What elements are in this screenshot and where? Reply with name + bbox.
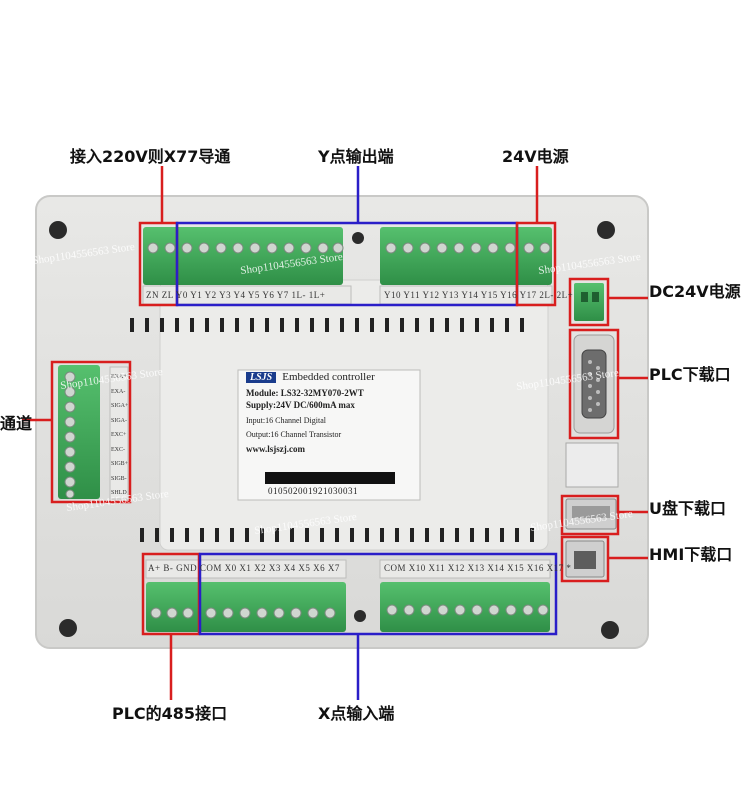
label-sticker-text: LSJS Embedded controller Module: LS32-32… bbox=[246, 371, 411, 454]
bottom-terminal-block-right bbox=[379, 559, 551, 632]
top-left-terminal-labels: ZN ZL Y0 Y1 Y2 Y3 Y4 Y5 Y6 Y7 1L- 1L+ bbox=[146, 290, 326, 300]
output-line: Output:16 Channel Transistor bbox=[246, 430, 342, 439]
url-line: www.lsjszj.com bbox=[246, 444, 305, 454]
callout-24v-power: 24V电源 bbox=[502, 147, 569, 166]
top-right-terminal-labels: Y10 Y11 Y12 Y13 Y14 Y15 Y16 Y17 2L- 2L+ bbox=[384, 290, 574, 300]
db9-serial-port bbox=[573, 334, 615, 434]
left-terminal-block bbox=[58, 365, 129, 500]
callout-x-input: X点输入端 bbox=[318, 704, 395, 723]
callout-dc24v: DC24V电源 bbox=[649, 282, 741, 301]
callout-485: PLC的485接口 bbox=[112, 704, 228, 723]
left-terminal-labels: EXA+EXA-SIGA+ SIGA-EXC+EXC- SIGB+SIGB-SH… bbox=[111, 374, 129, 496]
red-box-plc bbox=[568, 328, 620, 440]
callout-plc-download: PLC下载口 bbox=[649, 365, 731, 384]
screw-hole bbox=[601, 621, 619, 639]
brand-logo: LSJS bbox=[246, 371, 277, 383]
screw-hole bbox=[354, 610, 366, 622]
module-line: Module: LS32-32MY070-2WT bbox=[246, 388, 364, 398]
barcode bbox=[265, 472, 395, 484]
usb-a-port bbox=[565, 498, 617, 530]
serial-number: 010502001921030031 bbox=[268, 486, 358, 496]
screw-hole bbox=[352, 232, 364, 244]
screw-hole bbox=[59, 619, 77, 637]
input-line: Input:16 Channel Digital bbox=[246, 416, 326, 425]
vent-slots-top bbox=[130, 318, 524, 332]
bottom-left-terminal-labels: A+ B- GND COM X0 X1 X2 X3 X4 X5 X6 X7 bbox=[148, 563, 340, 573]
bottom-terminal-block-left bbox=[145, 559, 347, 632]
callout-hmi: HMI下载口 bbox=[649, 545, 733, 564]
screw-hole bbox=[49, 221, 67, 239]
dc24v-connector bbox=[574, 283, 604, 321]
supply-line: Supply:24V DC/600mA max bbox=[246, 400, 355, 410]
vent-slots-bottom bbox=[140, 528, 534, 542]
bottom-right-terminal-labels: COM X10 X11 X12 X13 X14 X15 X16 X17 * bbox=[384, 563, 572, 573]
blue-box-x-input bbox=[198, 552, 558, 636]
product-name: Embedded controller bbox=[282, 371, 375, 383]
red-box-left-channel bbox=[50, 360, 132, 504]
screw-hole bbox=[597, 221, 615, 239]
callout-u-disk: U盘下载口 bbox=[649, 499, 726, 518]
callout-channel: 通道 bbox=[0, 414, 33, 433]
usb-b-port bbox=[565, 540, 605, 578]
red-box-u bbox=[560, 494, 620, 536]
top-terminal-block-right bbox=[379, 227, 553, 305]
callout-220v-x77: 接入220V则X77导通 bbox=[70, 147, 231, 166]
red-box-dc24v bbox=[568, 277, 610, 327]
blank-module-slot bbox=[565, 442, 619, 488]
callout-y-output: Y点输出端 bbox=[318, 147, 394, 166]
